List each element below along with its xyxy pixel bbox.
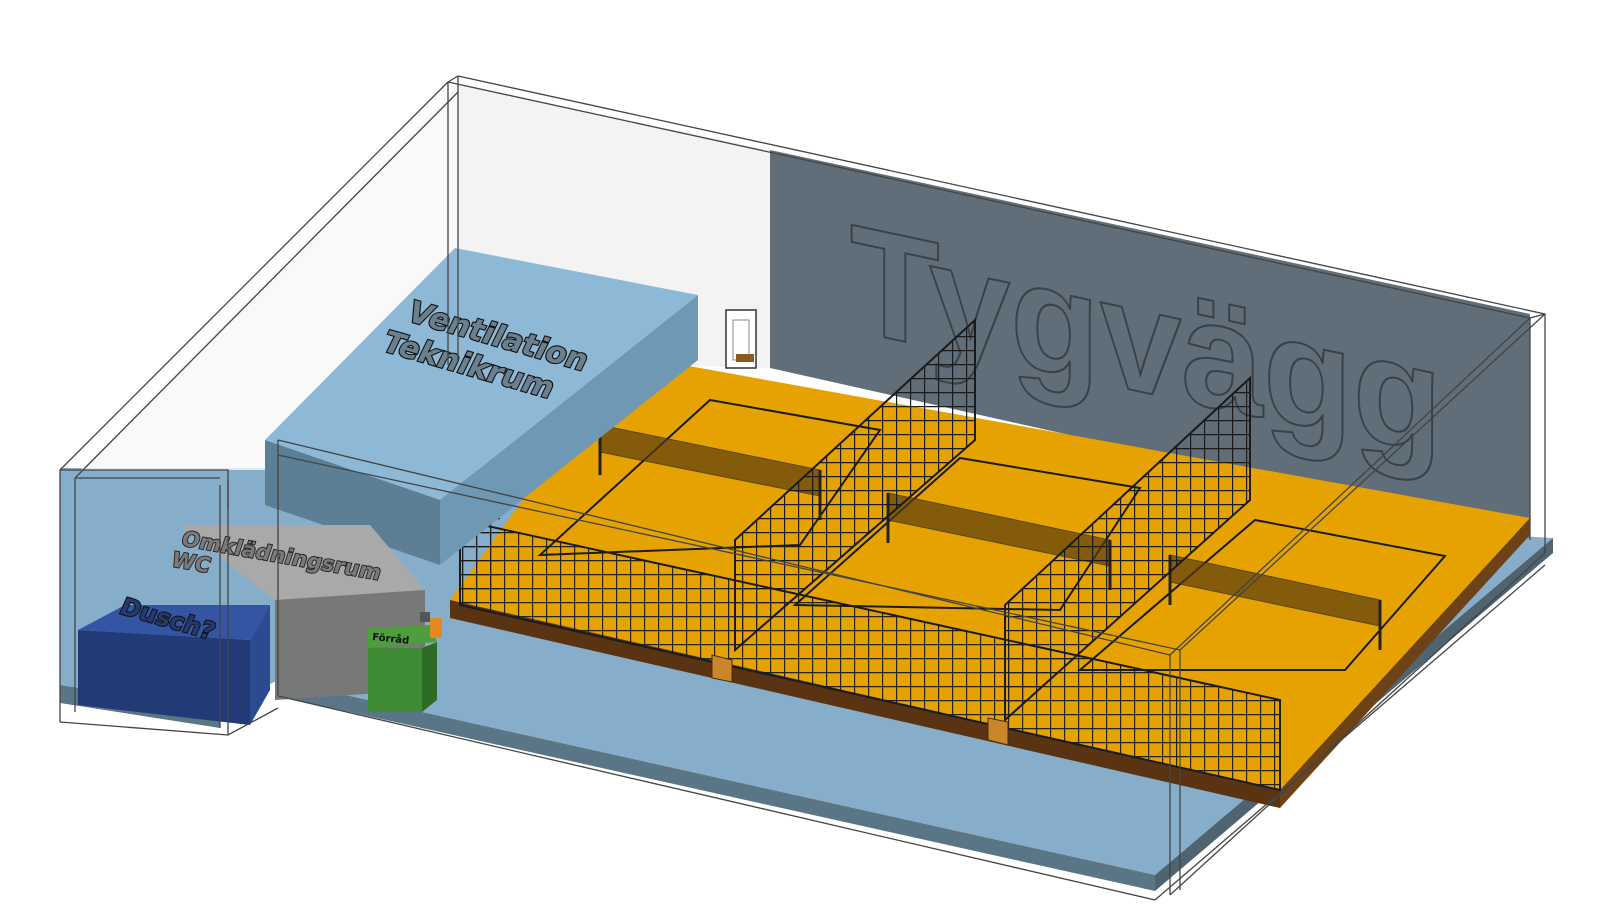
- court-steps: [711, 654, 1009, 746]
- kiosk-label: Förråd: [372, 630, 410, 647]
- building-outline: [59, 75, 1546, 901]
- court-nets: [598, 424, 1382, 650]
- tech-room-block: Ventilation Teknikrum: [265, 248, 698, 565]
- back-door: [725, 309, 757, 369]
- kiosk-block: Förråd: [368, 612, 442, 712]
